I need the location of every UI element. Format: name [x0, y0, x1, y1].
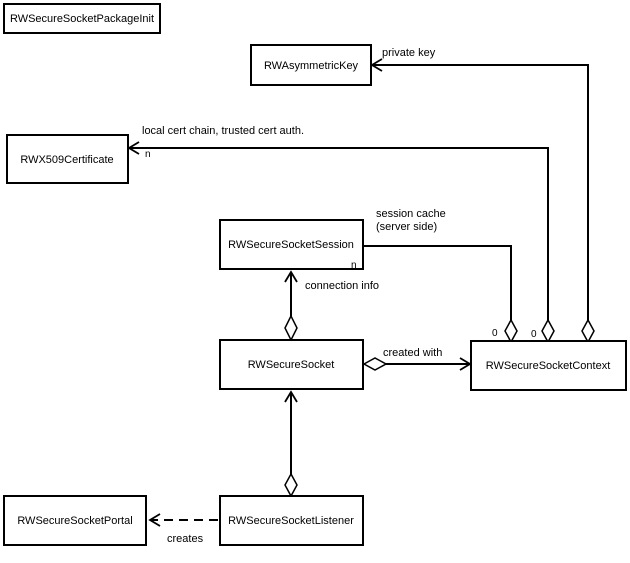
label-cert-chain: local cert chain, trusted cert auth.: [142, 125, 304, 137]
aggregation-diamond-listener: [284, 472, 298, 498]
class-box-socket: RWSecureSocket: [219, 339, 364, 390]
class-name: RWSecureSocketContext: [486, 360, 611, 372]
class-box-package-init: RWSecureSocketPackageInit: [3, 3, 161, 34]
class-box-session: RWSecureSocketSession: [219, 219, 364, 270]
class-name: RWSecureSocketPortal: [17, 515, 132, 527]
multiplicity-session-n: n: [351, 260, 357, 271]
label-session-cache-line2: (server side): [376, 221, 437, 233]
class-name: RWSecureSocket: [248, 359, 335, 371]
class-box-context: RWSecureSocketContext: [470, 340, 627, 391]
aggregation-diamond-created-with: [362, 357, 388, 371]
aggregation-diamond-cert-chain: [541, 318, 555, 344]
edge-private-key: [372, 64, 589, 320]
class-name: RWSecureSocketPackageInit: [10, 13, 154, 25]
edge-cert-chain: [129, 147, 549, 320]
class-box-portal: RWSecureSocketPortal: [3, 495, 147, 546]
label-created-with: created with: [383, 347, 442, 359]
class-name: RWAsymmetricKey: [264, 60, 359, 72]
label-connection-info: connection info: [305, 280, 379, 292]
class-box-listener: RWSecureSocketListener: [219, 495, 364, 546]
multiplicity-context-cert-0: 0: [531, 329, 537, 340]
aggregation-diamond-private-key: [581, 318, 595, 344]
aggregation-diamond-connection-info: [284, 314, 298, 342]
arrowhead-connection-info: [284, 270, 298, 283]
arrowhead-socket: [284, 390, 298, 403]
arrowhead-portal: [148, 513, 161, 527]
label-session-cache-line1: session cache: [376, 208, 446, 220]
label-creates: creates: [167, 533, 204, 545]
multiplicity-context-session-0: 0: [492, 328, 498, 339]
class-name: RWSecureSocketSession: [228, 239, 354, 251]
class-box-asymmetric-key: RWAsymmetricKey: [250, 44, 372, 86]
aggregation-diamond-session-cache: [504, 318, 518, 344]
multiplicity-cert-n: n: [145, 149, 151, 160]
class-name: RWX509Certificate: [20, 154, 113, 166]
class-box-x509-certificate: RWX509Certificate: [6, 134, 129, 184]
class-name: RWSecureSocketListener: [228, 515, 354, 527]
label-private-key: private key: [382, 47, 436, 59]
edge-session-cache: [346, 245, 512, 320]
